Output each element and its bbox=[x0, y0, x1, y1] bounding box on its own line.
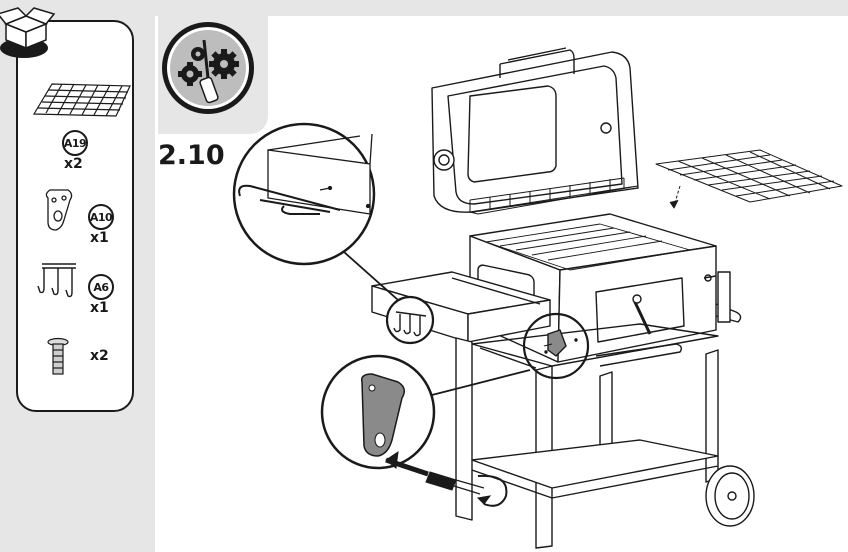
grill-lid bbox=[431, 47, 639, 213]
cooking-grate bbox=[485, 223, 691, 271]
part-quantity: x2 bbox=[90, 348, 109, 364]
part-code-badge: A6 bbox=[88, 274, 114, 300]
parts-list-drawings bbox=[32, 83, 131, 375]
cart-wheel bbox=[705, 465, 755, 527]
warming-rack bbox=[469, 177, 639, 215]
part-quantity: x1 bbox=[90, 230, 109, 246]
part-code-badge: A10 bbox=[88, 204, 114, 230]
grill-grate-part-icon bbox=[32, 83, 131, 117]
side-handle bbox=[715, 271, 742, 323]
hook-bar-detail-callout bbox=[232, 122, 435, 345]
grill-cart-frame bbox=[455, 323, 719, 549]
part-quantity: x2 bbox=[64, 156, 83, 172]
parts-list-box: A19 x2 A10 x1 A6 x1 x2 bbox=[16, 20, 134, 412]
parts-box-icon bbox=[0, 7, 56, 58]
mounted-bottle-opener bbox=[547, 329, 567, 357]
bottle-opener-part-icon bbox=[45, 189, 73, 231]
cooking-grate-loose bbox=[655, 149, 843, 209]
part-code-badge: A19 bbox=[62, 130, 88, 156]
hook-bar-part-icon bbox=[37, 263, 76, 298]
tools-gear-screwdriver-icon bbox=[162, 22, 254, 114]
part-quantity: x1 bbox=[90, 300, 109, 316]
bottle-opener-detail-callout bbox=[320, 312, 590, 507]
screw-part-icon bbox=[47, 337, 69, 375]
step-number: 2.10 bbox=[158, 140, 225, 171]
